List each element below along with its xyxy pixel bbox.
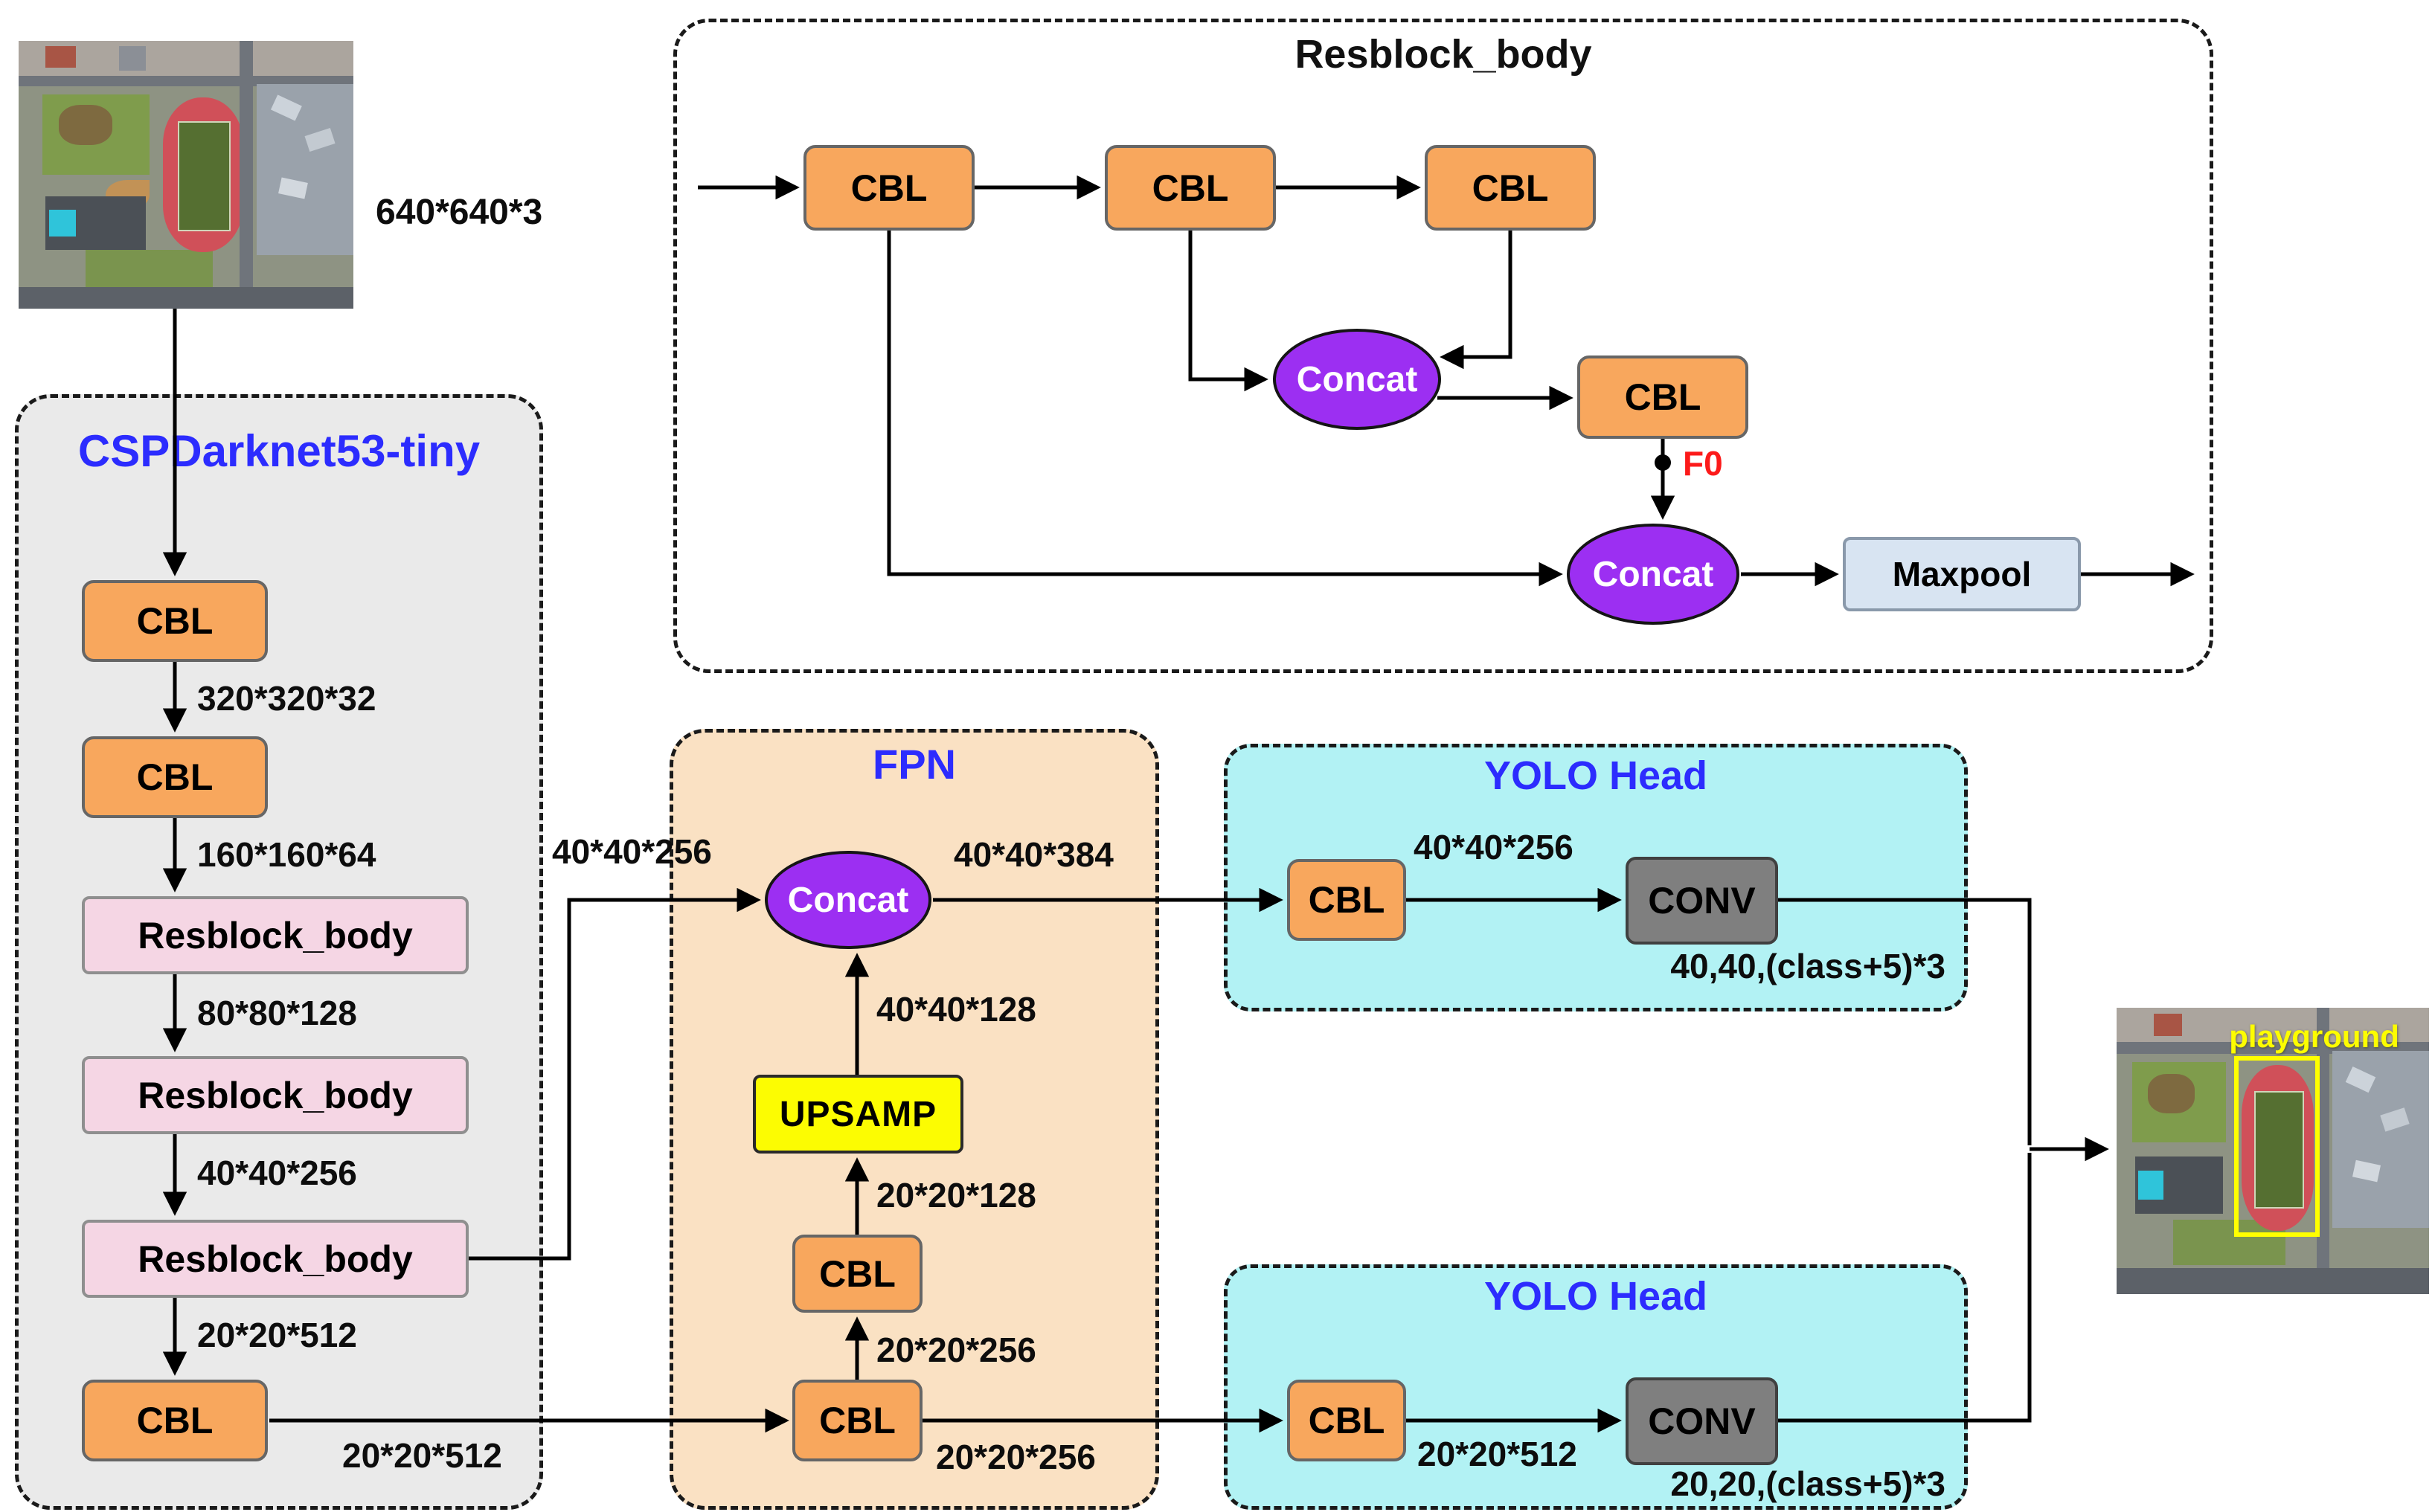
head1-mid-dim-label: 40*40*256 bbox=[1414, 828, 1573, 866]
detail-cbl3-block: CBL bbox=[1425, 145, 1596, 231]
fpn-cbl-mid-block: CBL bbox=[792, 1235, 923, 1313]
fpn-cbl-low-block: CBL bbox=[792, 1380, 923, 1461]
stadium-field-shape bbox=[177, 121, 231, 231]
backbone-cbl3-block: CBL bbox=[82, 1380, 268, 1461]
upsamp-block: UPSAMP bbox=[753, 1075, 963, 1154]
dim-after-cbl1: 320*320*32 bbox=[197, 679, 376, 718]
head1-title: YOLO Head bbox=[1483, 753, 1708, 798]
fpn-out-top-dim-label: 40*40*384 bbox=[954, 835, 1114, 874]
roof-shape bbox=[119, 46, 146, 71]
detail-cbl1-block: CBL bbox=[803, 145, 975, 231]
dim-after-resblock1: 80*80*128 bbox=[197, 994, 357, 1032]
f0-junction-dot bbox=[1655, 454, 1671, 471]
dim-backbone-output: 20*20*512 bbox=[342, 1436, 502, 1475]
detection-label: playground bbox=[2229, 1019, 2399, 1055]
fpn-after-cbl-mid-dim-label: 20*20*128 bbox=[876, 1176, 1036, 1215]
output-detection-image: playground bbox=[2117, 1008, 2429, 1294]
dry-grass-shape bbox=[2148, 1073, 2195, 1114]
green-lot-shape bbox=[86, 249, 213, 290]
backbone-cbl2-block: CBL bbox=[82, 736, 268, 818]
road-shape bbox=[2117, 1042, 2429, 1054]
dim-after-resblock2: 40*40*256 bbox=[197, 1154, 357, 1192]
stadium-field-shape bbox=[2253, 1090, 2304, 1209]
dry-grass-shape bbox=[59, 105, 112, 146]
input-dim-label: 640*640*3 bbox=[376, 193, 543, 232]
road-shape bbox=[240, 41, 253, 309]
detail-cbl2-block: CBL bbox=[1105, 145, 1276, 231]
resblock-detail-title: Resblock_body bbox=[1295, 32, 1592, 77]
head2-conv-block: CONV bbox=[1626, 1377, 1778, 1465]
fpn-concat-node: Concat bbox=[765, 851, 931, 949]
maxpool-block: Maxpool bbox=[1843, 537, 2081, 611]
fpn-after-upsamp-dim-label: 40*40*128 bbox=[876, 990, 1036, 1029]
input-aerial-image bbox=[19, 41, 353, 309]
head1-conv-block: CONV bbox=[1626, 857, 1778, 945]
backbone-title: CSPDarknet53-tiny bbox=[77, 426, 481, 476]
detection-bounding-box bbox=[2233, 1056, 2320, 1237]
backbone-resblock3-block: Resblock_body bbox=[82, 1220, 469, 1298]
detail-concat2-node: Concat bbox=[1567, 524, 1739, 625]
residential-shape bbox=[256, 83, 353, 255]
road-shape bbox=[2117, 1268, 2429, 1294]
backbone-cbl1-block: CBL bbox=[82, 580, 268, 662]
detail-concat1-node: Concat bbox=[1273, 329, 1441, 430]
backbone-resblock2-block: Resblock_body bbox=[82, 1056, 469, 1134]
head1-cbl-block: CBL bbox=[1287, 859, 1406, 941]
head2-mid-dim-label: 20*20*512 bbox=[1417, 1435, 1577, 1473]
pool-shape bbox=[2138, 1171, 2163, 1200]
backbone-resblock1-block: Resblock_body bbox=[82, 896, 469, 974]
road-shape bbox=[19, 287, 353, 309]
fpn-in-dim-label: 40*40*256 bbox=[552, 832, 712, 871]
head2-title: YOLO Head bbox=[1483, 1274, 1708, 1319]
road-shape bbox=[19, 75, 353, 87]
dim-after-resblock3: 20*20*512 bbox=[197, 1316, 357, 1354]
fpn-title: FPN bbox=[873, 741, 956, 788]
f0-label: F0 bbox=[1683, 444, 1723, 483]
pool-shape bbox=[48, 209, 76, 237]
head2-cbl-block: CBL bbox=[1287, 1380, 1406, 1461]
fpn-out-low-dim-label: 20*20*256 bbox=[936, 1438, 1096, 1476]
dim-after-cbl2: 160*160*64 bbox=[197, 835, 376, 874]
fpn-after-cbl-low-dim-label: 20*20*256 bbox=[876, 1331, 1036, 1369]
roof-shape bbox=[2154, 1013, 2183, 1037]
roof-shape bbox=[45, 46, 76, 68]
detail-cbl4-block: CBL bbox=[1577, 356, 1748, 439]
head1-out-dim-label: 40,40,(class+5)*3 bbox=[1670, 947, 1945, 985]
head2-out-dim-label: 20,20,(class+5)*3 bbox=[1670, 1464, 1945, 1503]
